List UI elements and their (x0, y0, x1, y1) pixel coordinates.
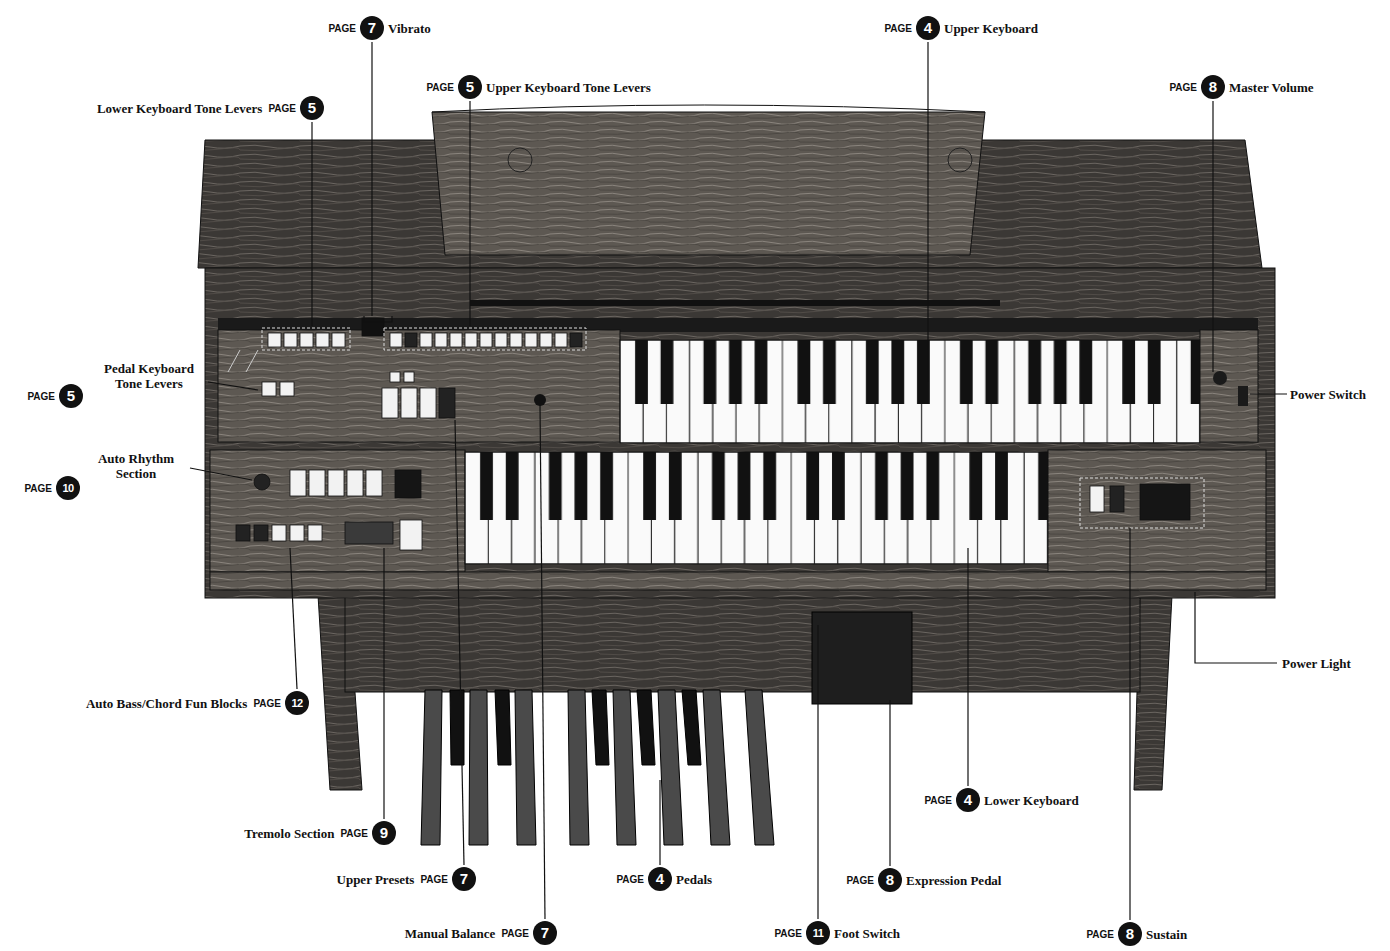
page-word: PAGE (328, 21, 356, 36)
page-circle: 4 (956, 788, 980, 812)
page-circle: 7 (452, 867, 476, 891)
part-name: Pedal Keyboard Tone Levers (92, 361, 206, 391)
part-name: Tremolo Section (244, 826, 334, 841)
part-name: Foot Switch (834, 926, 900, 941)
part-name: Power Light (1282, 656, 1351, 671)
page-word: PAGE (1086, 927, 1114, 942)
callout-number: 5 (458, 75, 482, 99)
page-circle: 8 (878, 868, 902, 892)
callout-number: 12 (285, 691, 309, 715)
page-circle: 4 (648, 867, 672, 891)
callout-number: 5 (59, 384, 83, 408)
part-name: Auto Rhythm Section (84, 451, 188, 481)
page-word: PAGE (340, 826, 368, 841)
lower-keyboard-keys (465, 452, 1048, 564)
callout-number: 4 (956, 788, 980, 812)
page-circle: 4 (916, 16, 940, 40)
part-name: Manual Balance (405, 926, 496, 941)
callout-number: 11 (806, 921, 830, 945)
callout-number: 5 (300, 96, 324, 120)
rhythm-and-tremolo-controls (236, 470, 1190, 550)
music-rest (432, 112, 985, 255)
page-circle: 8 (1201, 75, 1225, 99)
expression-pedal-shape (812, 612, 912, 704)
page-circle: 5 (300, 96, 324, 120)
upper-control-panel (218, 330, 620, 442)
page-word: PAGE (268, 101, 296, 116)
page-circle: 5 (59, 384, 83, 408)
callout-number: 4 (648, 867, 672, 891)
lower-control-panel (210, 450, 465, 572)
page-circle: 8 (1118, 922, 1142, 946)
page-circle: 7 (360, 16, 384, 40)
page-word: PAGE (501, 926, 529, 941)
page-word: PAGE (426, 80, 454, 95)
part-name: Lower Keyboard Tone Levers (97, 101, 263, 116)
page-circle: 10 (56, 476, 80, 500)
tone-levers (262, 318, 582, 418)
callout-number: 4 (916, 16, 940, 40)
pedal-board (421, 690, 774, 845)
page-word: PAGE (420, 872, 448, 887)
callout-number: 8 (878, 868, 902, 892)
part-name: Upper Presets (337, 872, 415, 887)
leader-lines (190, 42, 1287, 920)
page-word: PAGE (924, 793, 952, 808)
part-name: Sustain (1146, 927, 1187, 942)
page-word: PAGE (253, 696, 281, 711)
page-circle: 12 (285, 691, 309, 715)
part-name: Auto Bass/Chord Fun Blocks (86, 696, 247, 711)
page-word: PAGE (884, 21, 912, 36)
page-word: PAGE (1169, 80, 1197, 95)
page-word: PAGE (24, 481, 52, 496)
page-word: PAGE (774, 926, 802, 941)
callout-number: 7 (360, 16, 384, 40)
part-name: Power Switch (1290, 387, 1366, 402)
page-word: PAGE (27, 389, 55, 404)
part-name: Expression Pedal (906, 873, 1001, 888)
callout-number: 8 (1118, 922, 1142, 946)
part-name: Lower Keyboard (984, 793, 1079, 808)
cabinet-body (205, 268, 1275, 598)
part-name: Vibrato (388, 21, 431, 36)
callout-number: 9 (372, 821, 396, 845)
part-name: Upper Keyboard Tone Levers (486, 80, 651, 95)
part-name: Master Volume (1229, 80, 1314, 95)
callout-number: 7 (452, 867, 476, 891)
page-word: PAGE (616, 872, 644, 887)
page-circle: 7 (533, 921, 557, 945)
page-circle: 5 (458, 75, 482, 99)
callout-number: 8 (1201, 75, 1225, 99)
callout-number: 10 (56, 476, 80, 500)
modesty-panel (345, 592, 1140, 692)
page-word: PAGE (846, 873, 874, 888)
part-name: Pedals (676, 872, 712, 887)
upper-keyboard-keys (620, 340, 1200, 443)
page-circle: 11 (806, 921, 830, 945)
page-circle: 9 (372, 821, 396, 845)
part-name: Upper Keyboard (944, 21, 1038, 36)
callout-number: 7 (533, 921, 557, 945)
